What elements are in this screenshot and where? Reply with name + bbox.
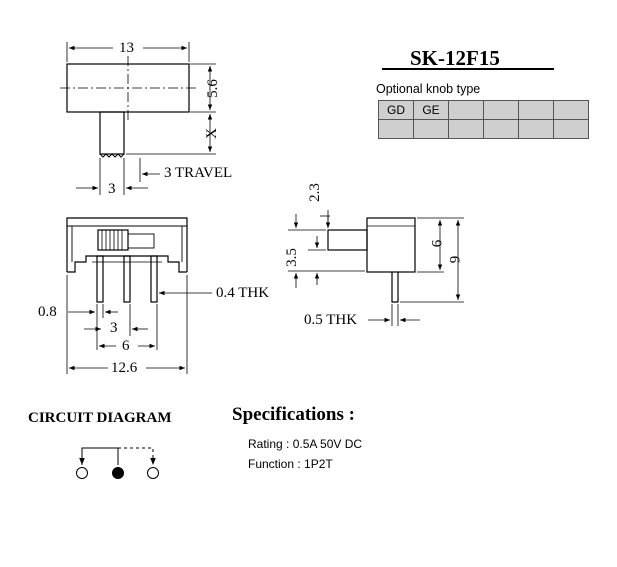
circuit-symbol	[76, 447, 159, 479]
knob-cell	[448, 100, 484, 120]
dim-top-height: 5.6	[204, 79, 221, 98]
knob-cell	[518, 100, 554, 120]
knob-type-table: GD GE	[378, 100, 589, 139]
side-view-pin	[391, 272, 399, 303]
side-view	[288, 210, 464, 326]
knob-cell	[553, 100, 589, 120]
knob-cell	[378, 119, 414, 139]
dim-top-width: 13	[119, 40, 134, 56]
dim-knob-width: 3	[108, 181, 116, 197]
spec-function: Function : 1P2T	[248, 457, 333, 471]
knob-cell	[483, 100, 519, 120]
dim-front-pin-thickness: 0.4 THK	[216, 285, 270, 301]
knob-cell	[413, 119, 449, 139]
knob-cell	[518, 119, 554, 139]
side-view-knob	[327, 229, 368, 251]
front-view-pin-3	[150, 255, 158, 303]
terminal-right	[147, 467, 159, 479]
dim-front-pin-width: 0.8	[38, 304, 57, 320]
dim-front-pitch: 3	[110, 320, 118, 336]
dim-side-knob-length: 2.3	[306, 183, 323, 202]
knob-cell	[483, 119, 519, 139]
knob-table-row: GD GE	[378, 100, 589, 120]
front-view-knob	[97, 229, 129, 251]
knob-table-caption: Optional knob type	[376, 82, 481, 96]
terminal-common	[112, 467, 124, 479]
knob-cell	[553, 119, 589, 139]
front-view-pin-1	[96, 255, 104, 303]
dim-side-body-height: 6	[429, 239, 446, 248]
dim-front-overall-width: 12.6	[111, 360, 138, 376]
top-view-knob	[99, 111, 125, 155]
dim-travel: 3 TRAVEL	[164, 165, 233, 181]
top-view	[60, 42, 216, 195]
dim-side-pin-thickness: 0.5 THK	[304, 312, 358, 328]
dim-side-knob-offset: 3.5	[283, 248, 300, 267]
terminal-left	[76, 467, 88, 479]
dim-side-overall-height: 9	[447, 255, 464, 264]
part-number-underline	[382, 68, 554, 70]
dim-knob-height: X	[203, 128, 220, 139]
specifications-title: Specifications :	[232, 404, 355, 425]
front-view	[66, 217, 212, 374]
knob-cell: GE	[413, 100, 449, 120]
knob-cell	[448, 119, 484, 139]
spec-rating: Rating : 0.5A 50V DC	[248, 437, 363, 451]
circuit-diagram-title: CIRCUIT DIAGRAM	[28, 410, 172, 426]
front-view-pin-2	[123, 255, 131, 303]
part-number: SK-12F15	[410, 46, 500, 70]
knob-cell: GD	[378, 100, 414, 120]
knob-table-row	[378, 119, 589, 139]
dim-front-pin-span: 6	[122, 338, 130, 354]
